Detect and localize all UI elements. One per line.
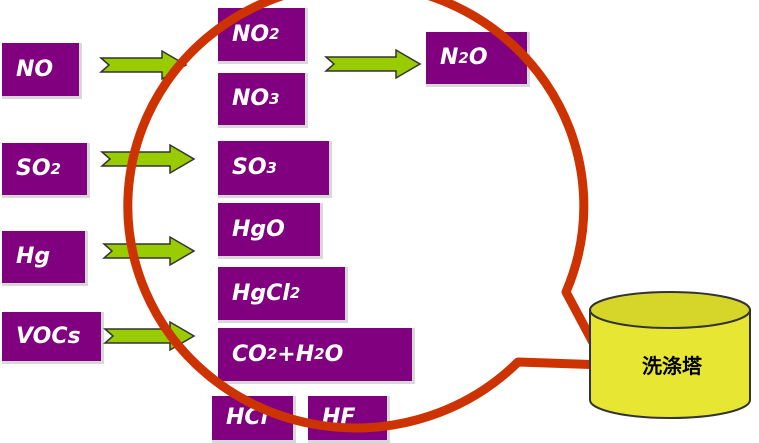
scrubber-tower-label: 洗涤塔 [642, 354, 702, 378]
input-no: NO [2, 43, 82, 99]
arrow-no2-to-n2 [324, 48, 422, 80]
arrow-no-to-no2 [99, 49, 188, 81]
product-hf: HF [308, 396, 390, 443]
speech-bubble [123, 0, 610, 433]
input-vocs: VOCs [2, 312, 104, 364]
input-vocs-label: VOCs [16, 323, 81, 349]
input-so2-sub: 2 [50, 159, 61, 178]
input-hg: Hg [2, 231, 88, 286]
product-hgo: HgO [218, 203, 323, 259]
arrow-hg-to-hgo [102, 235, 196, 267]
input-no-label: NO [16, 56, 54, 82]
input-so2-label: SO [16, 156, 51, 181]
input-hg-label: Hg [16, 244, 51, 269]
arrow-so2-to-so3 [100, 143, 196, 175]
scrubber-tower [589, 291, 751, 419]
